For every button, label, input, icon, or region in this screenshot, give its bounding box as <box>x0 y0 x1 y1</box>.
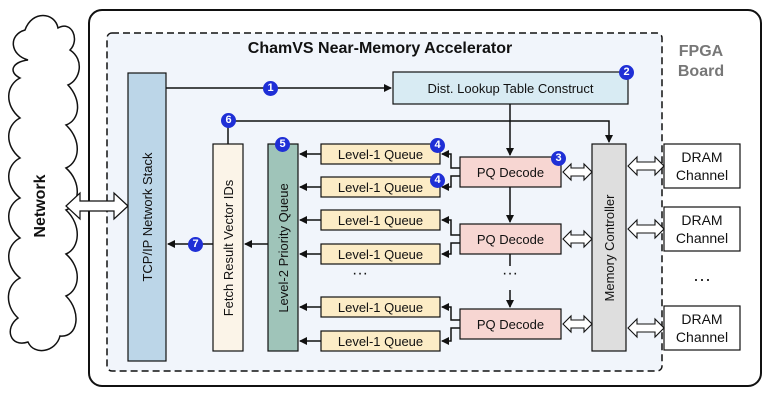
dram-box <box>663 143 741 189</box>
network-label: Network <box>31 174 49 238</box>
step-badge-3: 3 <box>551 151 566 166</box>
tcp-stack-label: TCP/IP Network Stack <box>139 152 155 282</box>
l1-queue-label: Level-1 Queue <box>337 246 424 262</box>
l1-queues <box>320 143 441 352</box>
l1-queue-label: Level-1 Queue <box>337 146 424 162</box>
tcp-stack-box <box>127 72 167 362</box>
diagram-title: ChamVS Near-Memory Accelerator <box>247 39 513 57</box>
fetch-ids-label: Fetch Result Vector IDs <box>220 179 236 317</box>
step-badge-2: 2 <box>619 65 634 80</box>
accelerator-frame <box>106 32 663 372</box>
l1-queue-label: Level-1 Queue <box>337 179 424 195</box>
pq-decode-box <box>459 156 562 188</box>
dram-box <box>663 305 741 351</box>
fpga-board-label: FPGA Board <box>677 43 725 80</box>
step-badge-7: 7 <box>188 237 203 252</box>
ellipsis-queues: ··· <box>352 264 368 282</box>
dram-label: DRAM Channel <box>675 149 729 183</box>
pq-decode-label: PQ Decode <box>476 316 545 332</box>
dram-label: DRAM Channel <box>675 311 729 345</box>
pq-decode-box <box>459 308 562 340</box>
step-badge-4: 4 <box>430 173 445 188</box>
step-badge-6: 6 <box>221 113 236 128</box>
dram-box <box>663 206 741 252</box>
lut-box <box>392 71 629 105</box>
ellipsis-dram: ··· <box>693 268 711 289</box>
l1-queue-label: Level-1 Queue <box>337 299 424 315</box>
pq-decode-label: PQ Decode <box>476 231 545 247</box>
step-badge-4: 4 <box>430 138 445 153</box>
ellipsis-pq: ··· <box>502 264 518 282</box>
network-cloud <box>7 14 80 352</box>
step-badge-1: 1 <box>263 81 278 96</box>
mem-ctrl-box <box>591 143 627 352</box>
l1-queue-label: Level-1 Queue <box>337 212 424 228</box>
arrows <box>166 84 613 345</box>
pq-decode-label: PQ Decode <box>476 164 545 180</box>
mem-ctrl-label: Memory Controller <box>601 194 617 302</box>
lut-label: Dist. Lookup Table Construct <box>427 80 594 96</box>
l1-queue-label: Level-1 Queue <box>337 333 424 349</box>
bus-arrows <box>562 155 665 339</box>
dram-label: DRAM Channel <box>675 212 729 246</box>
pq-decode-box <box>459 223 562 255</box>
l2-queue-label: Level-2 Priority Queue <box>275 183 291 313</box>
step-badge-5: 5 <box>275 137 290 152</box>
